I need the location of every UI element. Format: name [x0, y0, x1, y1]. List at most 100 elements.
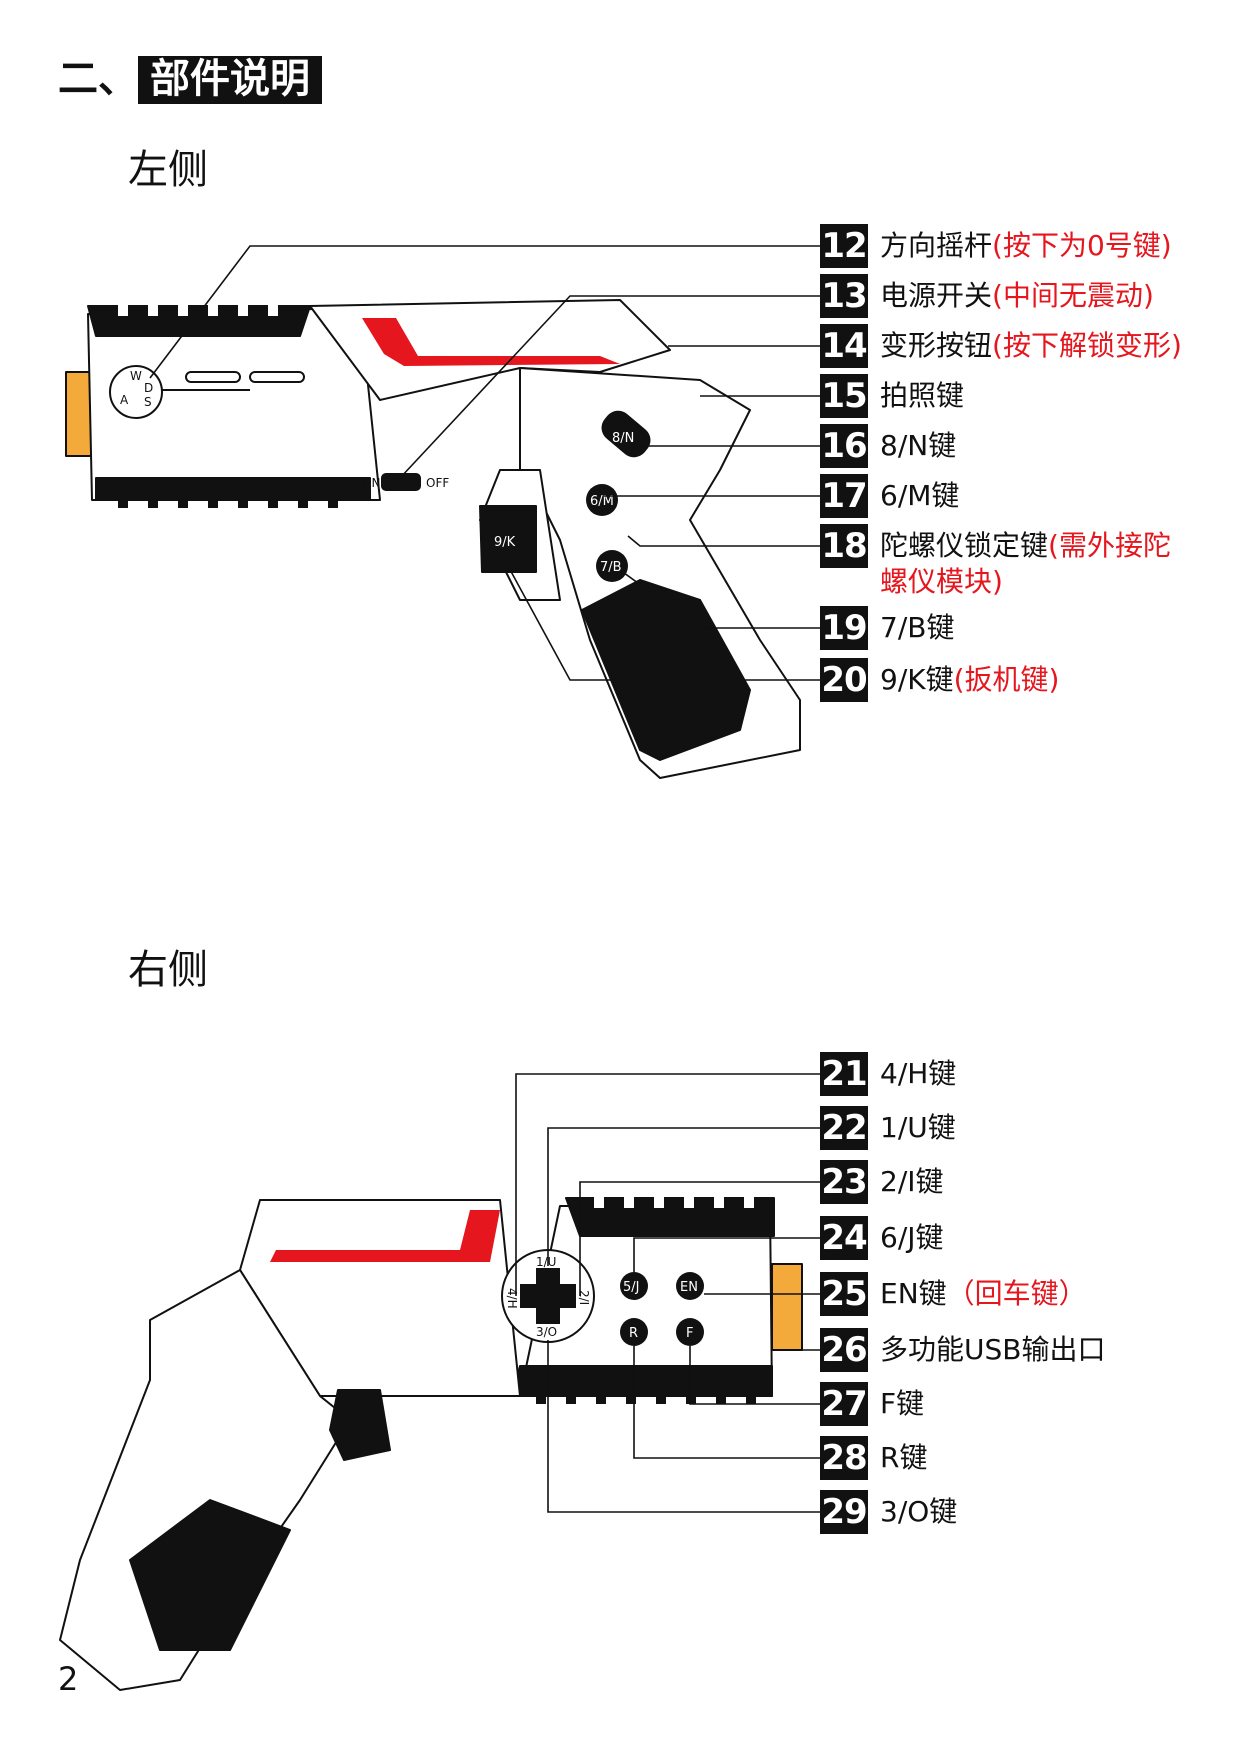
left-btn-7b: 7/B — [596, 550, 628, 582]
callout-25: 25 EN键（回车键） — [820, 1272, 1087, 1316]
callout-number: 16 — [820, 424, 868, 468]
callout-28: 28 R键 — [820, 1436, 927, 1480]
joystick-d: D — [144, 381, 153, 395]
callout-number: 21 — [820, 1052, 868, 1096]
right-leader-lines — [515, 1073, 820, 1513]
callout-19: 19 7/B键 — [820, 606, 954, 650]
callout-29: 29 3/O键 — [820, 1490, 957, 1534]
callout-number: 27 — [820, 1382, 868, 1426]
section-prefix: 二、 — [58, 56, 138, 102]
left-gun-drawing — [65, 299, 801, 779]
joystick-a: A — [120, 393, 129, 407]
joystick-s: S — [144, 395, 152, 409]
callout-note: （回车键） — [946, 1277, 1087, 1310]
callout-12: 12 方向摇杆(按下为0号键) — [820, 224, 1172, 268]
svg-text:8/N: 8/N — [612, 431, 634, 446]
left-btn-9k: 9/K — [494, 535, 516, 550]
callout-note: (中间无震动) — [992, 279, 1154, 312]
callout-number: 28 — [820, 1436, 868, 1480]
right-btn-5j: 5/J — [620, 1272, 648, 1300]
callout-label: 6/J键 — [880, 1221, 944, 1254]
left-usb-port — [65, 371, 93, 457]
callout-22: 22 1/U键 — [820, 1106, 956, 1150]
callout-23: 23 2/I键 — [820, 1160, 944, 1204]
callout-label: 变形按钮 — [880, 329, 993, 362]
dpad-down-label: 3/O — [536, 1325, 557, 1339]
page-number: 2 — [58, 1660, 79, 1698]
right-btn-r: R — [620, 1318, 648, 1346]
section-heading: 二、部件说明 — [58, 52, 322, 104]
right-btn-en: EN — [676, 1272, 704, 1300]
dpad-right-label: 2/I — [577, 1290, 591, 1305]
callout-21: 21 4/H键 — [820, 1052, 956, 1096]
section-title: 部件说明 — [138, 56, 322, 104]
svg-text:9/K: 9/K — [494, 535, 516, 550]
callout-note: (按下为0号键) — [992, 229, 1172, 262]
callout-18: 18 陀螺仪锁定键(需外接陀 — [820, 524, 1171, 568]
callout-label: 方向摇杆 — [880, 229, 993, 262]
callout-number: 24 — [820, 1216, 868, 1260]
callout-label: 拍照键 — [880, 379, 965, 412]
callout-label: 2/I键 — [880, 1165, 944, 1198]
switch-on-label: ON — [362, 476, 380, 490]
callout-label: 电源开关 — [880, 279, 993, 312]
callout-number: 18 — [820, 524, 868, 568]
left-leader-lines — [149, 245, 820, 681]
right-btn-f: F — [676, 1318, 704, 1346]
callout-16: 16 8/N键 — [820, 424, 956, 468]
callout-18-note-line2: 螺仪模块) — [880, 565, 1003, 598]
callout-17: 17 6/M键 — [820, 474, 959, 518]
right-side-title: 右侧 — [128, 947, 208, 993]
callout-label: 1/U键 — [880, 1111, 956, 1144]
right-usb-port — [771, 1263, 803, 1351]
svg-text:EN: EN — [680, 1280, 698, 1295]
callout-number: 22 — [820, 1106, 868, 1150]
svg-text:R: R — [629, 1326, 638, 1341]
callout-label: F键 — [880, 1387, 925, 1420]
dpad-left-label: 4/H — [505, 1288, 519, 1309]
svg-text:6/M: 6/M — [590, 494, 614, 509]
right-gun-drawing — [59, 1196, 803, 1691]
callout-number: 25 — [820, 1272, 868, 1316]
callout-label: 7/B键 — [880, 611, 955, 644]
callout-number: 29 — [820, 1490, 868, 1534]
callout-label: 陀螺仪锁定键 — [880, 529, 1049, 562]
callout-label: 多功能USB输出口 — [880, 1333, 1106, 1366]
switch-off-label: OFF — [426, 476, 449, 490]
callout-note: (按下解锁变形) — [992, 329, 1182, 362]
callout-number: 14 — [820, 324, 868, 368]
dpad-up-label: 1/U — [536, 1255, 556, 1269]
callout-number: 12 — [820, 224, 868, 268]
callout-number: 20 — [820, 658, 868, 702]
callout-number: 15 — [820, 374, 868, 418]
callout-26: 26 多功能USB输出口 — [820, 1328, 1105, 1372]
callout-label: EN键 — [880, 1277, 947, 1310]
callout-number: 13 — [820, 274, 868, 318]
callout-27: 27 F键 — [820, 1382, 924, 1426]
callout-note: (需外接陀 — [1048, 529, 1171, 562]
svg-text:5/J: 5/J — [623, 1280, 640, 1295]
callout-label: 3/O键 — [880, 1495, 958, 1528]
callout-24: 24 6/J键 — [820, 1216, 944, 1260]
callout-number: 19 — [820, 606, 868, 650]
joystick-w: W — [130, 369, 142, 383]
callout-label: R键 — [880, 1441, 928, 1474]
left-side-title: 左侧 — [128, 147, 208, 193]
svg-text:7/B: 7/B — [600, 560, 622, 575]
callout-label: 6/M键 — [880, 479, 960, 512]
callout-note: (扳机键) — [953, 663, 1060, 696]
callout-label: 9/K键 — [880, 663, 954, 696]
callout-label: 8/N键 — [880, 429, 957, 462]
left-btn-6m: 6/M — [586, 484, 618, 516]
callout-15: 15 拍照键 — [820, 374, 964, 418]
callout-14: 14 变形按钮(按下解锁变形) — [820, 324, 1182, 368]
left-btn-8n: 8/N — [601, 410, 651, 458]
callout-13: 13 电源开关(中间无震动) — [820, 274, 1154, 318]
callout-label: 4/H键 — [880, 1057, 957, 1090]
callout-number: 23 — [820, 1160, 868, 1204]
callout-number: 17 — [820, 474, 868, 518]
svg-text:F: F — [686, 1326, 693, 1341]
left-joystick: W D S A — [109, 365, 163, 419]
callout-20: 20 9/K键(扳机键) — [820, 658, 1059, 702]
